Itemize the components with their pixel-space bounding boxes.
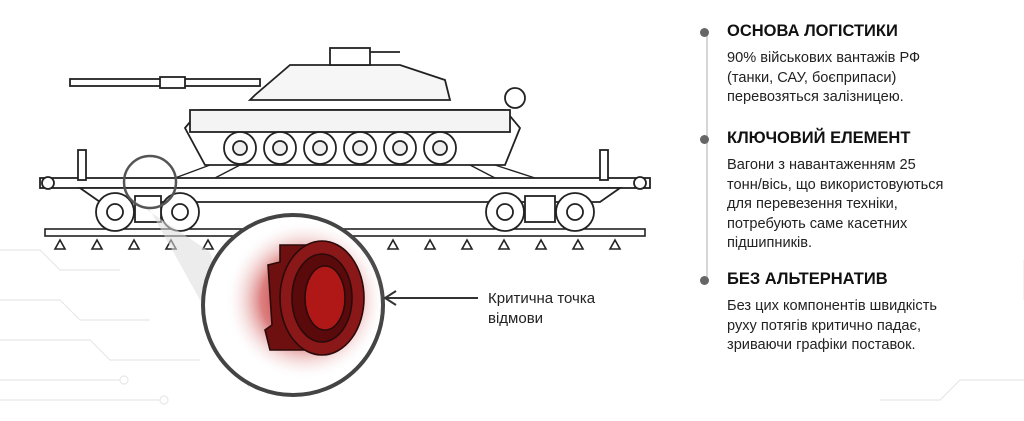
timeline-line [706, 34, 708, 280]
bearing-icon [264, 240, 365, 356]
road-wheel [432, 140, 448, 156]
bullet-icon [700, 135, 709, 144]
rail-tie [386, 238, 400, 250]
text-line: зриваючи графіки поставок. [727, 337, 916, 353]
rail-tie [423, 238, 437, 250]
text-line: (танки, САУ, боєприпаси) [727, 69, 897, 86]
rail-tie [571, 238, 585, 250]
text-line: Без цих компонентів швидкість [727, 298, 938, 314]
rail-tie [460, 238, 474, 250]
point-body: Без цих компонентів швидкість руху потяг… [727, 297, 937, 356]
flatcar [39, 149, 651, 232]
road-wheel [272, 140, 288, 156]
point-title: КЛЮЧОВИЙ ЕЛЕМЕНТ [727, 129, 911, 147]
text-line: підшипників. [727, 235, 813, 251]
bullet-icon [700, 28, 709, 37]
tank [69, 47, 536, 179]
rail-tie [497, 238, 511, 250]
text-line: потребують саме касетних [727, 215, 908, 232]
point-title: БЕЗ АЛЬТЕРНАТИВ [727, 270, 888, 288]
rail-tie [534, 238, 548, 250]
road-wheel [312, 140, 328, 156]
failure-point-label: Критична точка відмови [488, 289, 595, 329]
callout-line: відмови [488, 310, 544, 327]
text-line: тонн/вісь, що використовуються [727, 176, 944, 193]
circuit-background [0, 249, 1024, 405]
rail-tie [53, 238, 67, 250]
road-wheel [232, 140, 248, 156]
rail-tie [608, 238, 622, 250]
magnifier [122, 154, 385, 397]
callout-arrow [383, 290, 478, 306]
point-body: Вагони з навантаженням 25 тонн/вісь, що … [727, 156, 943, 254]
bullet-icon [700, 276, 709, 285]
road-wheel [392, 140, 408, 156]
rail-tie [201, 238, 215, 250]
point-title: ОСНОВА ЛОГІСТИКИ [727, 22, 898, 40]
callout-line: Критична точка [488, 290, 596, 307]
text-line: Вагони з навантаженням 25 [727, 157, 916, 173]
text-line: 90% військових вантажів РФ [727, 50, 921, 66]
text-line: для перевезення техніки, [727, 196, 898, 212]
rail-tie [90, 238, 104, 250]
rail-tie [127, 238, 141, 250]
point-body: 90% військових вантажів РФ (танки, САУ, … [727, 49, 920, 108]
text-line: руху потягів критично падає, [727, 317, 922, 334]
text-line: перевозяться залізницею. [727, 89, 904, 105]
road-wheel [352, 140, 368, 156]
